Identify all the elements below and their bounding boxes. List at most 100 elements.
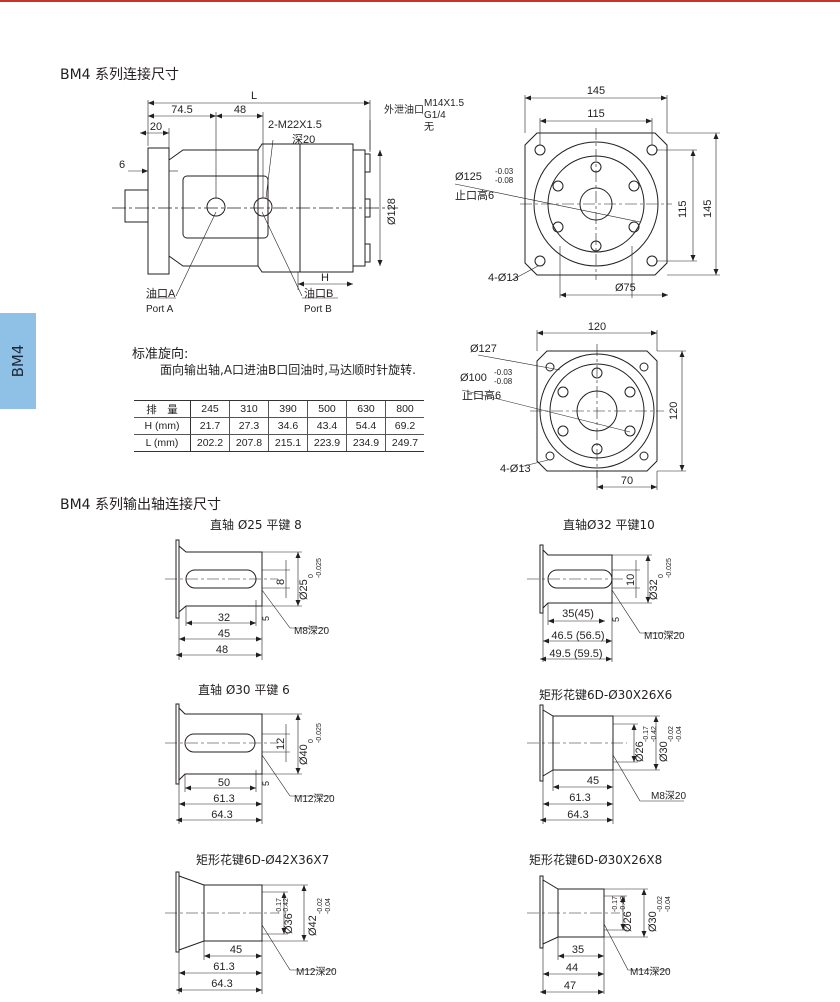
shaft-spline-30-labels: Ø26 -0.17 -0.42 Ø30 -0.02 -0.04 M8深20 45…	[567, 726, 686, 821]
drain-none: 无	[424, 122, 434, 133]
motor-labels: L 74.5 48 20 6 2-M22X1.5 深20 外泄油口 M14X1.…	[119, 90, 465, 315]
dim-6: 6	[119, 159, 125, 171]
shaft-caption: 矩形花键6D-Ø30X26X8	[529, 853, 663, 867]
dim-a: 35	[572, 944, 584, 956]
spline-major-up: -0.02	[668, 726, 675, 742]
shaft-dia-dn: -0.025	[316, 723, 323, 743]
flange-145-view	[454, 95, 720, 298]
dim-120-top: 120	[588, 321, 606, 333]
shaft-caption: 直轴 Ø25 平键 8	[210, 518, 302, 532]
shaft-spline-42-drawing	[165, 871, 334, 994]
dim-a: 32	[218, 612, 230, 624]
drain-g: G1/4	[424, 110, 446, 121]
shaft-dia-dn: -0.025	[316, 558, 323, 578]
shaft-d30-drawing	[165, 703, 332, 824]
pilot-tol-dn: -0.08	[495, 176, 514, 185]
dim-a: 45	[587, 775, 599, 787]
dim-b: 44	[566, 962, 578, 974]
shaft-d25-drawing	[165, 539, 326, 660]
shaft-dia: Ø40	[298, 744, 310, 765]
dim-H: H	[321, 272, 329, 284]
dim-5: 5	[261, 616, 271, 621]
shaft-dia-up: 0	[308, 574, 315, 578]
dim-a: 35(45)	[562, 608, 594, 620]
drain-label: 外泄油口	[384, 103, 424, 116]
dim-48: 48	[234, 104, 246, 116]
shaft-spline-42-labels: Ø36 -0.17 -0.42 Ø42 -0.02 -0.04 M12深20 4…	[211, 898, 337, 990]
dim-115-side: 115	[677, 200, 689, 218]
table-row: 排 量 245 310 390 500 630 800	[134, 400, 424, 418]
shaft-dia: Ø32	[648, 579, 660, 600]
shaft-d32-labels: 10 Ø32 0 -0.025 5 M10深20 35(45) 46.5 (56…	[549, 558, 685, 660]
portB-cn: 油口B	[304, 286, 333, 300]
table-cell: 54.4	[346, 417, 386, 435]
table-cell: 207.8	[229, 434, 269, 452]
dim-5: 5	[611, 617, 621, 622]
mount-holes: 4-Ø13	[488, 272, 519, 284]
shaft-d25-labels: 8 Ø25 0 -0.025 5 M8深20 32 45 48	[216, 558, 330, 656]
dim-d75: Ø75	[615, 282, 636, 294]
table-cell: 223.9	[307, 434, 347, 452]
pilot-tol-up: -0.03	[495, 167, 514, 176]
dim-c: 48	[216, 644, 228, 656]
shaft-dia-dn: -0.025	[666, 558, 673, 578]
dim-b: 61.3	[213, 793, 234, 805]
spline-major-dia: Ø30	[647, 911, 659, 932]
dim-a: 45	[230, 944, 242, 956]
table-cell: 202.2	[190, 434, 230, 452]
table-cell: 310	[229, 400, 269, 418]
thread-label: M8深20	[294, 625, 329, 637]
ports-label: 2-M22X1.5	[268, 119, 322, 131]
portA-en: Port A	[146, 304, 174, 315]
key-width: 8	[275, 579, 287, 585]
shaft-caption: 矩形花键6D-Ø42X36X7	[196, 853, 330, 867]
spline-minor-dn: -0.42	[620, 896, 627, 912]
thread-label: M8深20	[651, 790, 686, 802]
dim-c: 64.3	[567, 809, 588, 821]
spline-minor-dia: Ø26	[634, 741, 646, 762]
flange-120-view	[461, 330, 686, 490]
spline-minor-up: -0.17	[612, 896, 619, 912]
spec-table: 排 量 245 310 390 500 630 800 H (mm) 21.7 …	[134, 400, 424, 452]
pilot2-dia: Ø100	[460, 372, 487, 384]
section1-title: BM4 系列连接尺寸	[60, 67, 180, 83]
table-cell: 234.9	[346, 434, 386, 452]
spline-minor-dn: -0.42	[283, 898, 290, 914]
top-rule	[0, 0, 840, 2]
spline-major-up: -0.02	[657, 896, 664, 912]
table-cell: 390	[268, 400, 308, 418]
dim-b: 61.3	[213, 961, 234, 973]
rotation-title: 标准旋向:	[132, 347, 189, 362]
dim-74-5: 74.5	[171, 104, 192, 116]
dim-115-top: 115	[587, 108, 605, 120]
dim-b: 45	[218, 628, 230, 640]
ports-depth: 深20	[292, 133, 315, 146]
shaft-caption: 直轴Ø32 平键10	[563, 518, 655, 532]
mount2-holes: 4-Ø13	[500, 463, 531, 475]
pilot2-stop: 止口高6	[462, 388, 501, 402]
shaft-spline-26-labels: Ø26 -0.17 -0.42 Ø30 -0.02 -0.04 M14深20 3…	[564, 896, 672, 992]
spline-minor-dia: Ø36	[283, 913, 295, 934]
flange-120-labels: 120 120 Ø127 Ø100 -0.03 -0.08 止口高6 4-Ø13…	[460, 321, 680, 487]
row-label: L (mm)	[134, 434, 191, 452]
spline-minor-dn: -0.42	[651, 726, 658, 742]
shaft-dia-up: 0	[658, 574, 665, 578]
spline-minor-up: -0.17	[276, 898, 283, 914]
dim-d128: Ø128	[386, 198, 398, 225]
dim-5: 5	[261, 781, 271, 786]
rotation-text: 面向输出轴,A口进油B口回油时,马达顺时针旋转.	[160, 363, 416, 377]
dim-a: 50	[218, 777, 230, 789]
shaft-caption: 直轴 Ø30 平键 6	[198, 683, 290, 697]
spline-major-up: -0.02	[317, 898, 324, 914]
shaft-d30-labels: 12 Ø40 0 -0.025 5 M12深20 50 61.3 64.3	[211, 723, 335, 821]
spline-major-dia: Ø30	[658, 741, 670, 762]
portA-cn: 油口A	[146, 286, 176, 300]
section2-title: BM4 系列输出轴连接尺寸	[60, 497, 222, 513]
spline-minor-up: -0.17	[643, 726, 650, 742]
spline-major-dn: -0.04	[676, 726, 683, 742]
dim-d127: Ø127	[470, 343, 497, 355]
key-width: 12	[275, 738, 287, 750]
table-cell: 249.7	[385, 434, 424, 452]
dim-c: 49.5 (59.5)	[549, 648, 602, 660]
dim-c: 47	[564, 980, 576, 992]
